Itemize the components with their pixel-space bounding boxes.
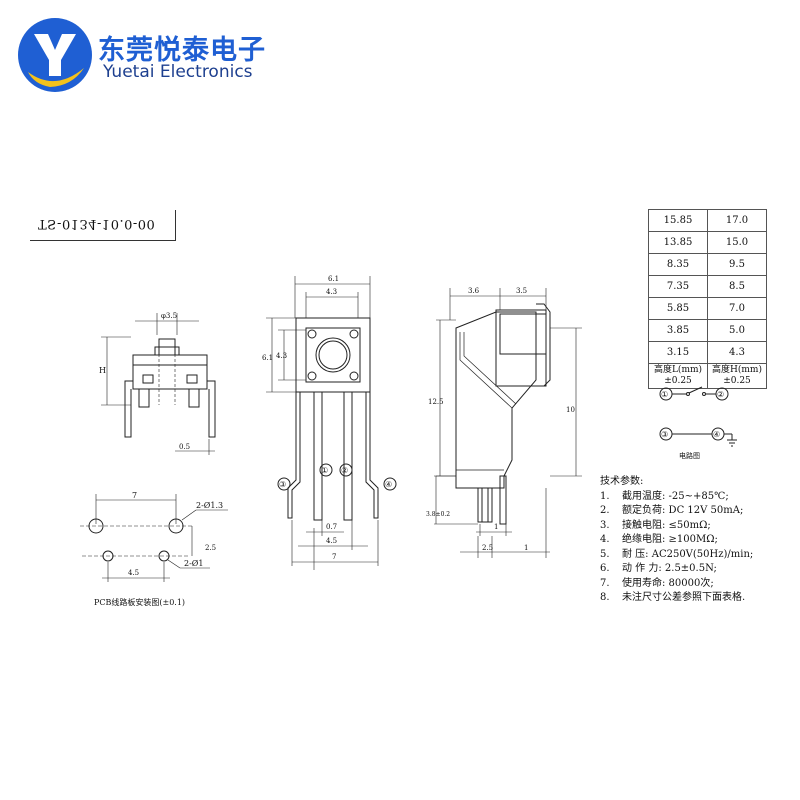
header-h: 高度H(mm)±0.25: [707, 363, 767, 389]
cell-h: 9.5: [707, 253, 767, 276]
circuit-pin-1: ①: [661, 390, 668, 399]
circuit-pin-3: ③: [661, 430, 668, 439]
dim-2-5: 2.5: [482, 544, 493, 552]
list-item: 8.未注尺寸公差参照下面表格.: [600, 592, 746, 603]
cell-h: 5.0: [707, 319, 767, 342]
list-item: 1.截用温度: -25~+85℃;: [600, 490, 729, 502]
cell-l: 13.85: [648, 231, 708, 254]
dim-phi: φ3.5: [161, 312, 177, 320]
cell-l: 5.85: [648, 297, 708, 320]
cell-l: 3.15: [648, 341, 708, 364]
front-view-drawing: 6.1 4.3 6.1 4.3 ③ ① ② ④ 0.7 4.5 7: [262, 275, 397, 570]
pin-label-2: ②: [341, 466, 348, 475]
cell-h: 17.0: [707, 209, 767, 232]
part-number-frame: [30, 210, 176, 241]
dim-0-7: 0.7: [326, 523, 337, 531]
cell-l: 15.85: [648, 209, 708, 232]
dim-10: 10: [566, 406, 575, 414]
circuit-caption: 电路图: [679, 452, 700, 460]
pcb-hole-large: 2-Ø1.3: [196, 501, 223, 510]
header-l: 高度L(mm)±0.25: [648, 363, 708, 389]
dim-4-3-left: 4.3: [276, 352, 287, 360]
list-item: 3.接触电阻: ≤50mΩ;: [600, 519, 711, 531]
dim-12-5: 12.5: [428, 398, 444, 406]
dim-3-8: 3.8±0.2: [426, 511, 450, 518]
cell-h: 8.5: [707, 275, 767, 298]
pin-label-4: ④: [385, 480, 392, 489]
brand-logo: [18, 18, 92, 92]
list-item: 6.动 作 力: 2.5±0.5N;: [600, 563, 717, 574]
pcb-dim-4-5: 4.5: [128, 569, 139, 577]
list-item: 7.使用寿命: 80000次;: [600, 577, 714, 589]
side-view-drawing: φ3.5 H 0.5: [99, 312, 216, 455]
pcb-dim-7: 7: [132, 491, 137, 500]
cell-h: 4.3: [707, 341, 767, 364]
brand-name-cn: 东莞悦泰电子: [98, 35, 266, 66]
circuit-pin-4: ④: [713, 430, 720, 439]
dim-1-small: 1: [494, 523, 498, 531]
list-item: 5.耐 压: AC250V(50Hz)/min;: [600, 548, 754, 560]
spec-title: 技术参数:: [600, 476, 644, 487]
dim-6-1-top: 6.1: [328, 275, 339, 283]
circuit-diagram: ① ② ③ ④: [659, 386, 737, 447]
cell-h: 7.0: [707, 297, 767, 320]
dim-0-5: 0.5: [179, 443, 190, 451]
pcb-hole-small: 2-Ø1: [184, 559, 203, 568]
brand-name-en: Yuetai Electronics: [103, 62, 253, 82]
cell-h: 15.0: [707, 231, 767, 254]
dim-4-5: 4.5: [326, 537, 337, 545]
dim-4-3-top: 4.3: [326, 288, 337, 296]
dim-3-5: 3.5: [516, 287, 527, 295]
dim-h: H: [99, 366, 106, 375]
pcb-dim-2-5: 2.5: [205, 544, 216, 552]
part-number: TS-0134-10.0-00: [38, 216, 156, 231]
dim-6-1-left: 6.1: [262, 354, 273, 362]
cell-l: 8.35: [648, 253, 708, 276]
dim-1: 1: [524, 544, 528, 552]
circuit-pin-2: ②: [717, 390, 724, 399]
pcb-layout-drawing: 7 2-Ø1.3 2.5 2-Ø1 4.5: [80, 491, 228, 582]
pin-label-1: ①: [321, 466, 328, 475]
right-view-drawing: 3.6 3.5 12.5 10 3.8±0.2 1 2.5 1: [426, 287, 582, 558]
pcb-caption: PCB线路板安装图(±0.1): [94, 598, 186, 607]
table-header-row: 高度L(mm)±0.25 高度H(mm)±0.25: [648, 363, 767, 389]
list-item: 2.额定负荷: DC 12V 50mA;: [600, 505, 744, 516]
list-item: 4.绝缘电阻: ≥100MΩ;: [600, 534, 718, 545]
pin-label-3: ③: [279, 480, 286, 489]
dim-7: 7: [332, 553, 336, 561]
dim-3-6: 3.6: [468, 287, 480, 295]
spec-list: 技术参数: 1.截用温度: -25~+85℃; 2.额定负荷: DC 12V 5…: [600, 475, 753, 606]
cell-l: 3.85: [648, 319, 708, 342]
cell-l: 7.35: [648, 275, 708, 298]
